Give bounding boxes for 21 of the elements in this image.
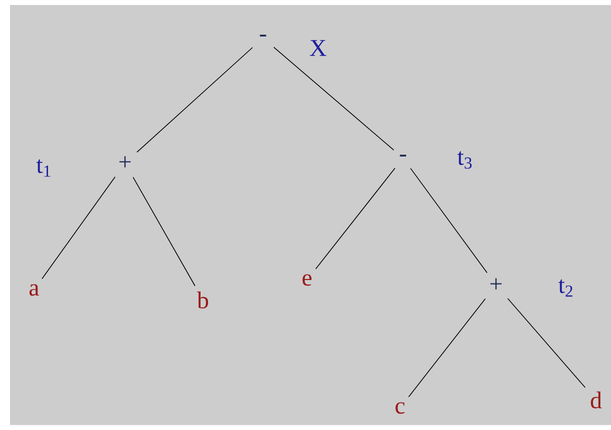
operator-symbol: + <box>490 278 502 290</box>
tree-edge <box>507 298 586 388</box>
operand-letter: d <box>590 392 602 408</box>
node-tag: t$_{1}$ <box>36 159 50 177</box>
tree-edge <box>410 168 488 274</box>
node-tag: t$_{2}$ <box>558 279 572 297</box>
operand-letter: c <box>396 402 405 414</box>
operator-symbol: - <box>400 154 406 156</box>
tree-edge <box>136 47 253 153</box>
node-tag: t$_{3}$ <box>457 151 472 169</box>
tree-edge <box>315 168 396 270</box>
operand-letter: e <box>302 274 312 286</box>
tree-edge <box>408 298 486 398</box>
tree-edge <box>273 46 394 150</box>
operand-letter: a <box>30 284 39 296</box>
operator-symbol: - <box>260 34 266 37</box>
tree-edge <box>42 176 116 280</box>
tree-edge <box>132 176 196 286</box>
operator-symbol: + <box>119 156 131 168</box>
operand-letter: b <box>197 292 208 308</box>
node-tag: X <box>310 40 326 56</box>
